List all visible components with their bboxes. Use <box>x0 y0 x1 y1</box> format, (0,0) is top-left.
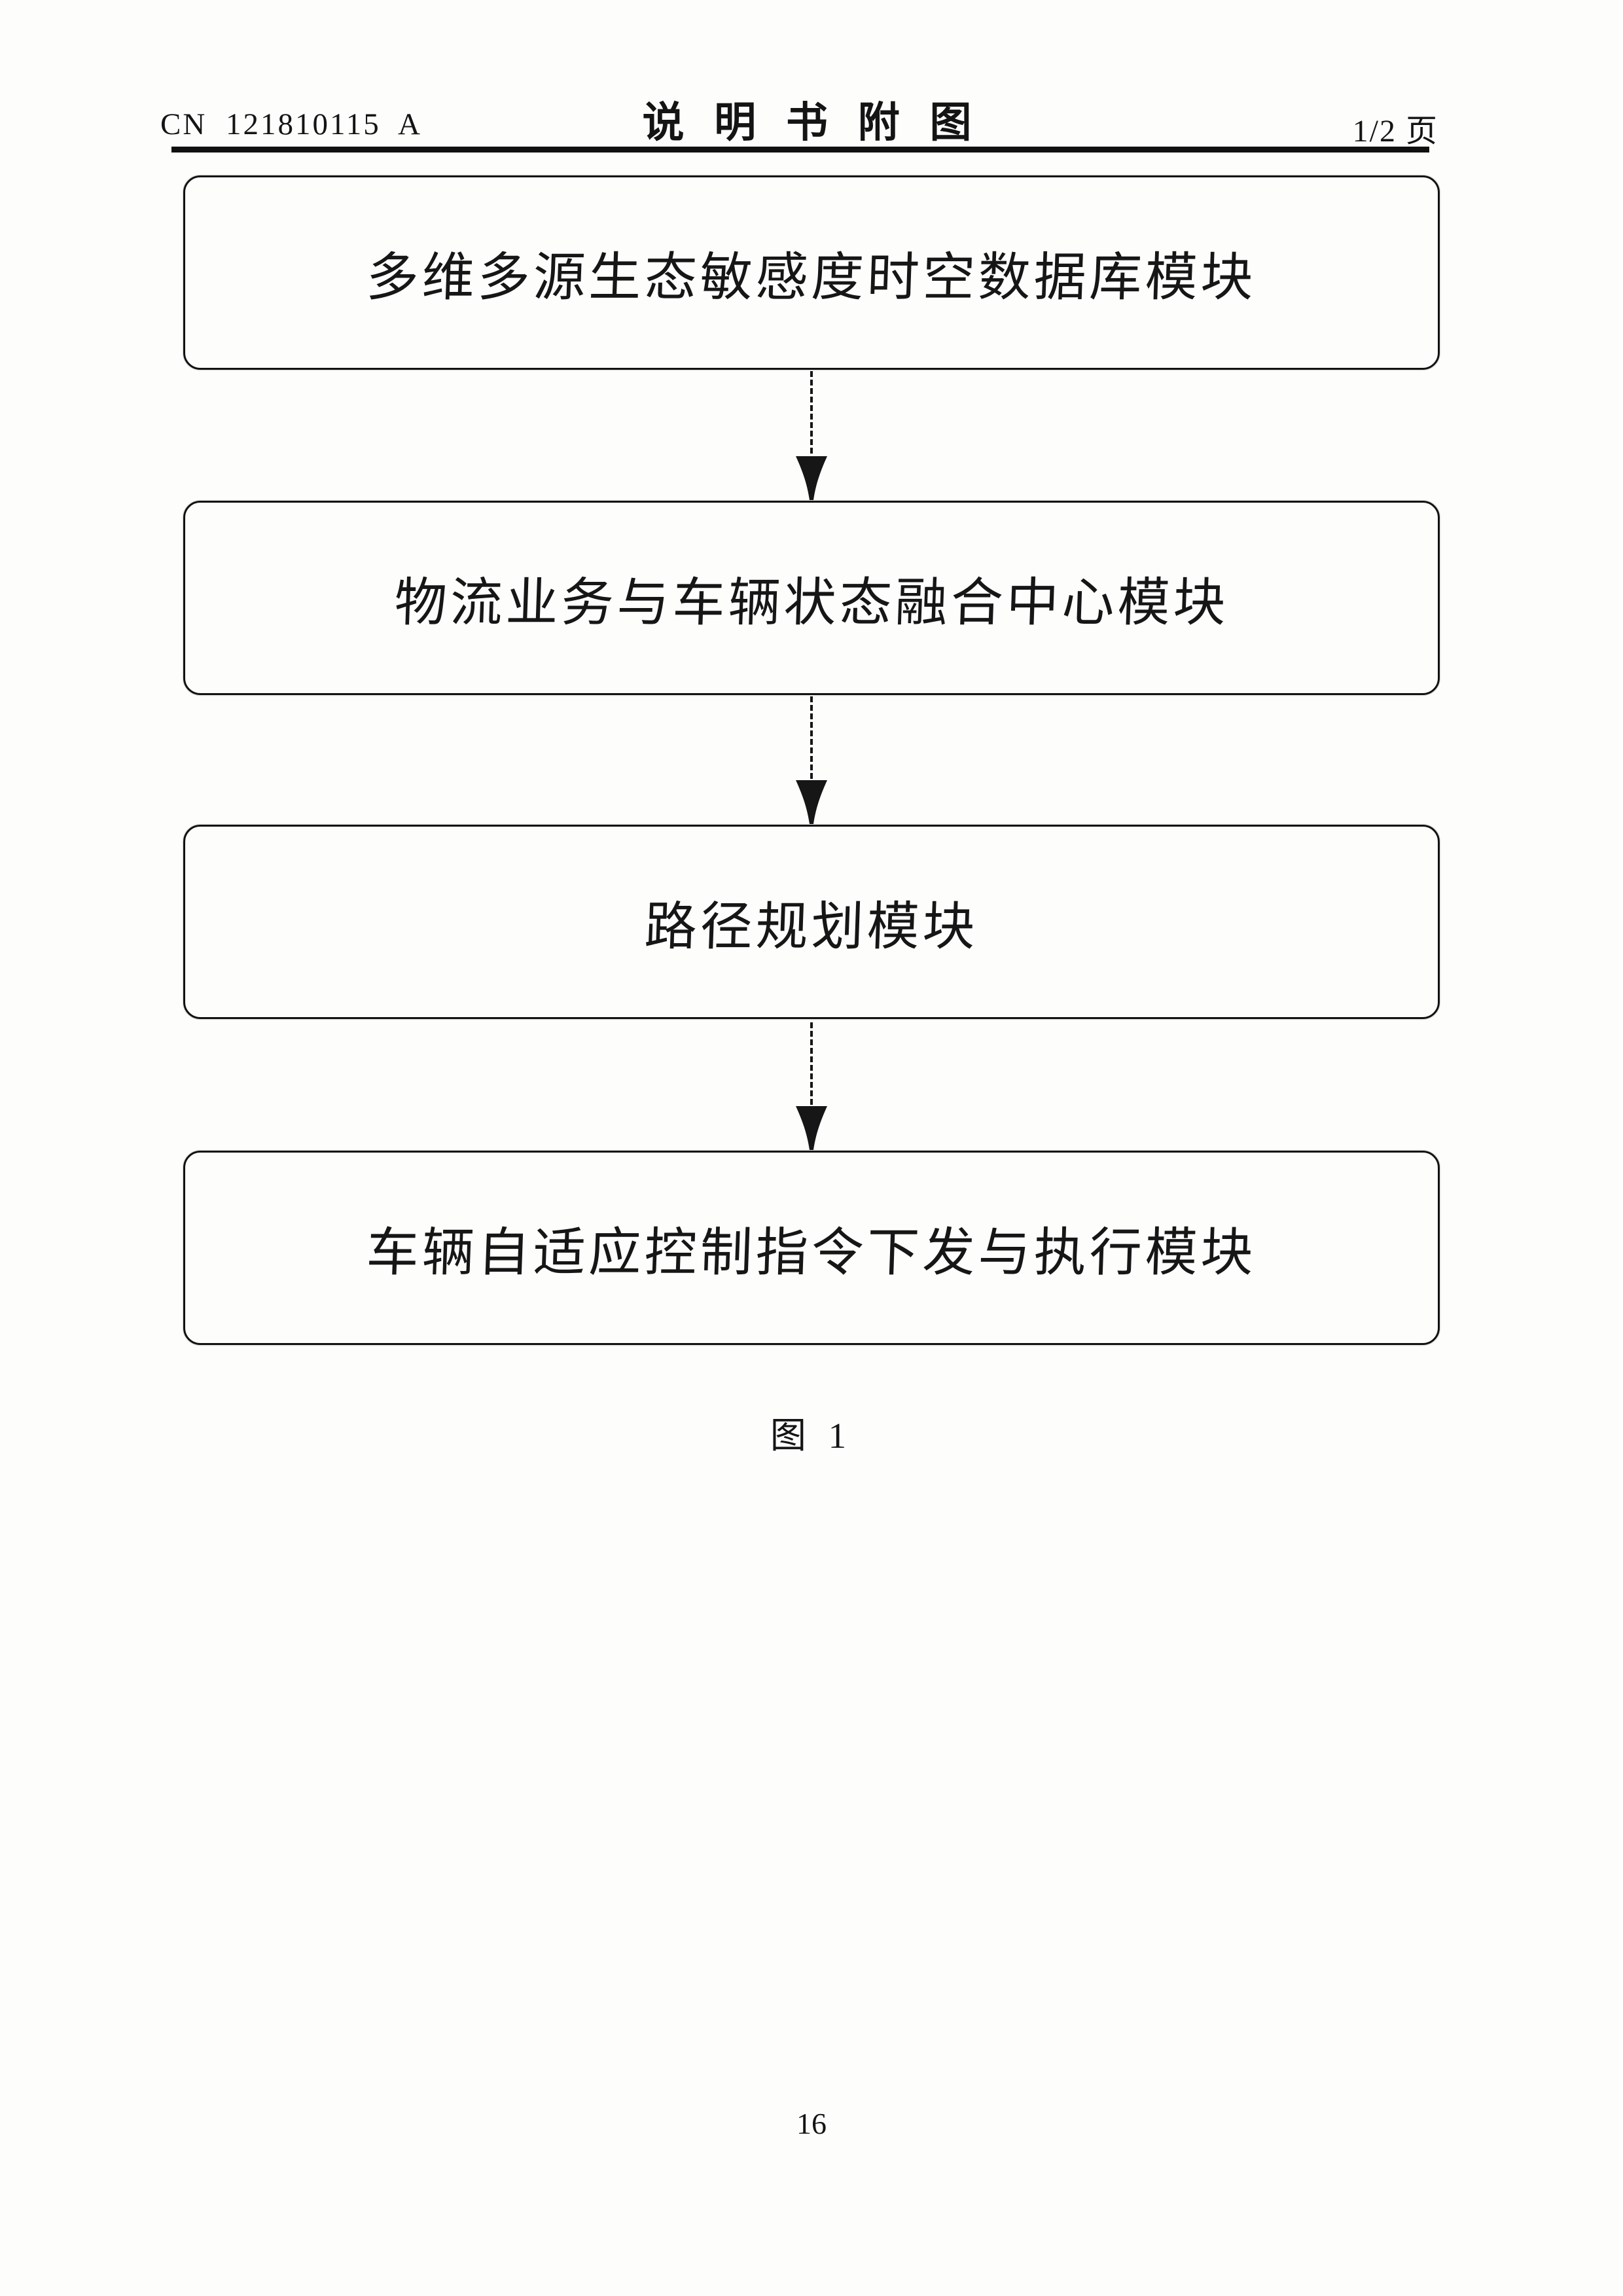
flow-arrow-3 <box>796 1022 827 1151</box>
down-arrow-icon <box>796 1106 827 1150</box>
flow-box-path-planning-module: 路径规划模块 <box>183 825 1440 1019</box>
page-number: 16 <box>796 2107 827 2140</box>
arrow-shaft <box>810 696 813 784</box>
sheet-page-indicator: 1/2 页 <box>1352 114 1438 149</box>
arrow-shaft <box>810 1022 813 1110</box>
down-arrow-icon <box>796 456 827 500</box>
flow-box-fusion-center-module: 物流业务与车辆状态融合中心模块 <box>183 501 1440 695</box>
page-title: 说 明 书 附 图 <box>642 99 981 146</box>
flow-box-label: 路径规划模块 <box>643 895 980 957</box>
flow-arrow-2 <box>796 696 827 825</box>
flow-box-vehicle-control-module: 车辆自适应控制指令下发与执行模块 <box>183 1151 1440 1345</box>
header-divider <box>171 147 1429 152</box>
figure-caption: 图 1 <box>770 1416 853 1456</box>
flow-box-label: 多维多源生态敏感度时空数据库模块 <box>365 246 1258 308</box>
patent-number: CN 121810115 A <box>160 107 422 141</box>
flow-box-label: 车辆自适应控制指令下发与执行模块 <box>365 1221 1258 1283</box>
flow-box-label: 物流业务与车辆状态融合中心模块 <box>393 571 1230 633</box>
flow-box-database-module: 多维多源生态敏感度时空数据库模块 <box>183 175 1440 370</box>
flow-arrow-1 <box>796 371 827 501</box>
arrow-shaft <box>810 371 813 460</box>
down-arrow-icon <box>796 780 827 824</box>
